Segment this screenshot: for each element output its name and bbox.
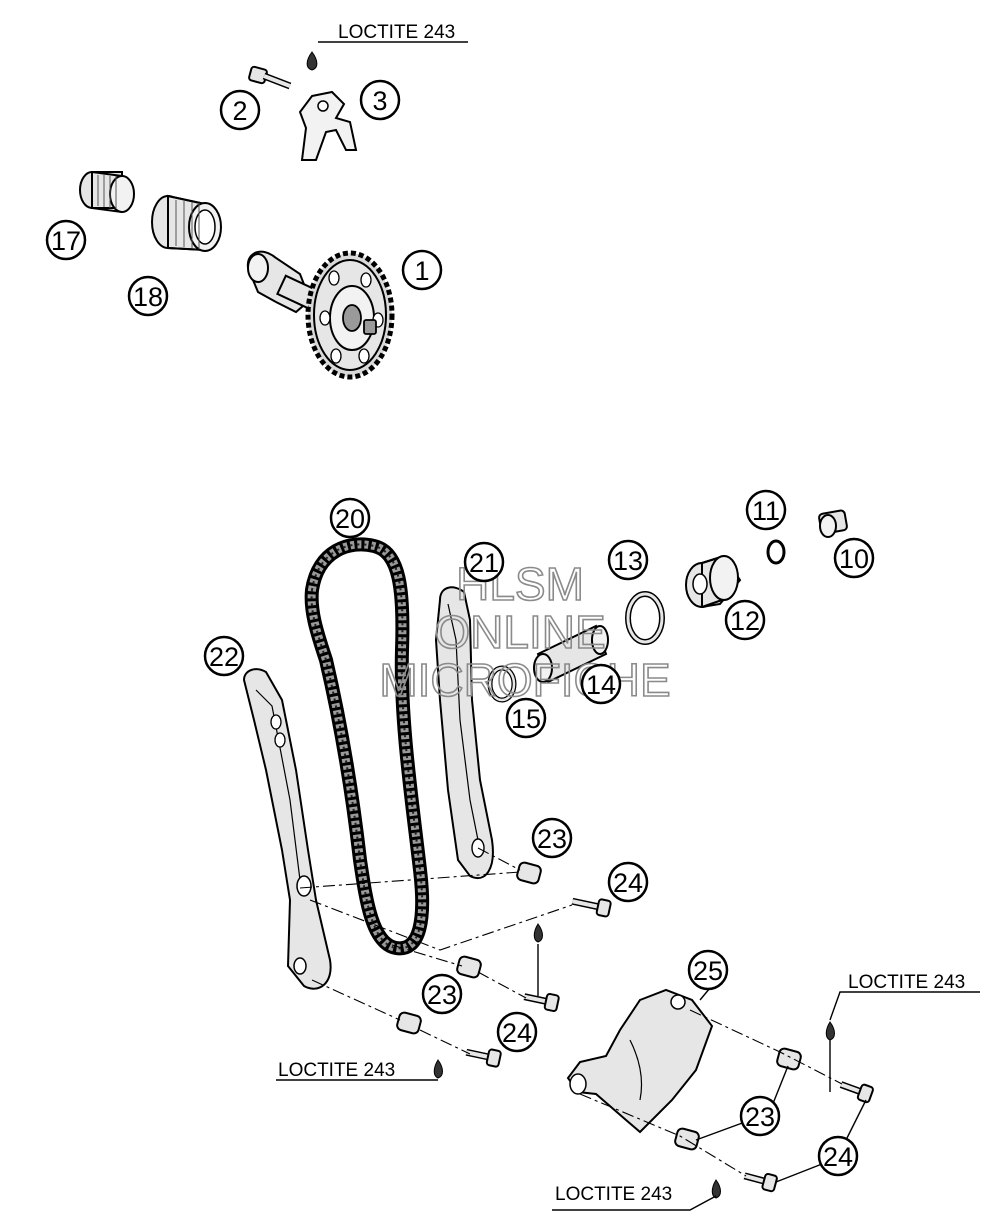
part-1-camshaft	[246, 250, 395, 380]
svg-text:11: 11	[752, 496, 780, 526]
part-14-tensioner-piston	[533, 624, 609, 684]
part-3-bracket	[298, 90, 358, 161]
svg-text:24: 24	[823, 1142, 853, 1172]
callout-14: 14	[580, 663, 622, 705]
svg-text:20: 20	[335, 504, 365, 534]
part-2-bolt	[248, 65, 292, 90]
callout-23-b: 23	[421, 973, 463, 1015]
callout-11: 11	[745, 489, 787, 531]
callout-24-c: 24	[817, 1135, 859, 1177]
callout-15: 15	[505, 697, 547, 739]
loctite-label-bottom: LOCTITE 243	[555, 1184, 672, 1205]
axis-lines	[299, 847, 843, 1177]
svg-text:22: 22	[209, 642, 239, 672]
callout-10: 10	[833, 537, 875, 579]
loctite-label-top: LOCTITE 243	[338, 22, 455, 43]
svg-text:23: 23	[427, 980, 457, 1010]
part-22-tensioner-rail	[242, 668, 332, 990]
svg-text:17: 17	[51, 226, 81, 256]
part-24-bolts	[465, 897, 874, 1193]
svg-text:21: 21	[469, 548, 499, 578]
callout-25: 25	[687, 949, 729, 991]
callout-23-c: 23	[739, 1095, 781, 1137]
part-18-bearing	[151, 194, 222, 252]
svg-text:3: 3	[372, 86, 387, 116]
callout-20: 20	[329, 497, 371, 539]
part-12-tensioner-housing	[685, 554, 742, 609]
callout-21: 21	[463, 541, 505, 583]
callout-3: 3	[359, 79, 401, 121]
part-20-timing-chain	[304, 537, 430, 956]
callout-18: 18	[127, 275, 169, 317]
part-25-guide-bracket	[566, 988, 714, 1134]
callout-13: 13	[607, 539, 649, 581]
svg-text:13: 13	[613, 546, 643, 576]
part-10-plug	[818, 509, 848, 538]
loctite-label-left: LOCTITE 243	[278, 1060, 395, 1081]
svg-text:24: 24	[502, 1018, 532, 1048]
loctite-label-right: LOCTITE 243	[848, 972, 965, 993]
part-17-needle-bearing	[79, 171, 135, 213]
callout-24-b: 24	[496, 1011, 538, 1053]
svg-text:23: 23	[745, 1102, 775, 1132]
callout-12: 12	[724, 599, 766, 641]
svg-text:25: 25	[693, 956, 723, 986]
callout-24-a: 24	[607, 861, 649, 903]
callout-17: 17	[45, 219, 87, 261]
svg-text:1: 1	[414, 256, 429, 286]
svg-text:18: 18	[133, 282, 163, 312]
callout-23-a: 23	[531, 817, 573, 859]
svg-text:23: 23	[537, 824, 567, 854]
part-11-washer	[766, 539, 786, 565]
svg-text:14: 14	[586, 670, 616, 700]
svg-text:10: 10	[839, 544, 869, 574]
svg-text:15: 15	[511, 704, 541, 734]
callout-1: 1	[401, 249, 443, 291]
callout-2: 2	[219, 89, 261, 131]
callout-22: 22	[203, 635, 245, 677]
svg-text:12: 12	[730, 606, 760, 636]
svg-text:2: 2	[232, 96, 247, 126]
watermark: HLSM ONLINE MICROFICHE	[379, 557, 672, 707]
watermark-line-2: ONLINE	[434, 606, 605, 658]
loctite-drop-icon	[306, 51, 318, 71]
svg-text:24: 24	[613, 868, 643, 898]
